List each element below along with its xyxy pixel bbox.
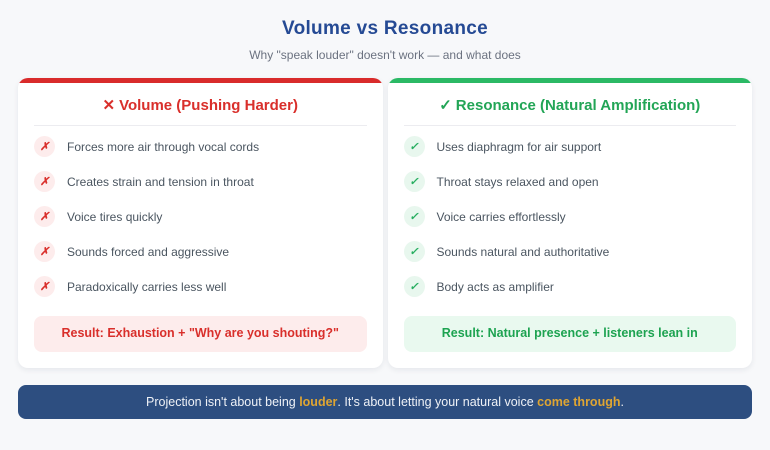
- banner-highlight-louder: louder: [299, 394, 338, 409]
- list-item-label: Forces more air through vocal cords: [67, 139, 260, 154]
- check-icon: ✓: [403, 276, 425, 297]
- divider: [403, 125, 736, 126]
- list-item-label: Throat stays relaxed and open: [436, 174, 599, 189]
- banner-text: .: [620, 394, 624, 409]
- check-icon: ✓: [403, 206, 425, 227]
- cross-icon: ✗: [34, 206, 55, 227]
- list-item-label: Uses diaphragm for air support: [436, 139, 602, 154]
- resonance-card-title-text: Resonance (Natural Amplification): [455, 97, 701, 114]
- check-icon: ✓: [403, 241, 425, 262]
- red-accent-bar: [18, 78, 383, 83]
- page-subtitle: Why "speak louder" doesn't work — and wh…: [249, 48, 521, 62]
- list-item-label: Sounds forced and aggressive: [67, 244, 230, 259]
- list-item: ✓ Throat stays relaxed and open: [403, 164, 737, 199]
- list-item-label: Voice carries effortlessly: [436, 209, 566, 224]
- comparison-infographic: Volume vs Resonance Why "speak louder" d…: [18, 18, 752, 419]
- list-item: ✗ Forces more air through vocal cords: [34, 129, 367, 164]
- check-icon: ✓: [439, 97, 452, 114]
- list-item: ✗ Voice tires quickly: [34, 199, 367, 234]
- check-icon: ✓: [403, 136, 425, 157]
- banner-text: Projection isn't about being: [146, 394, 300, 409]
- volume-card: ✕Volume (Pushing Harder) ✗ Forces more a…: [18, 78, 383, 368]
- cross-icon: ✗: [34, 241, 55, 262]
- list-item-label: Body acts as amplifier: [436, 279, 554, 294]
- volume-card-title: ✕Volume (Pushing Harder): [34, 83, 367, 114]
- cross-icon: ✕: [102, 97, 116, 114]
- cross-icon: ✗: [34, 171, 55, 192]
- list-item: ✓ Voice carries effortlessly: [403, 199, 737, 234]
- list-item: ✓ Uses diaphragm for air support: [403, 129, 737, 164]
- comparison-cards: ✕Volume (Pushing Harder) ✗ Forces more a…: [18, 78, 752, 368]
- cross-icon: ✗: [34, 276, 55, 297]
- list-item-label: Creates strain and tension in throat: [67, 174, 254, 189]
- banner-text: . It's about letting your natural voice: [337, 394, 538, 409]
- list-item: ✗ Creates strain and tension in throat: [34, 164, 367, 199]
- list-item-label: Voice tires quickly: [67, 209, 163, 224]
- resonance-card: ✓Resonance (Natural Amplification) ✓ Use…: [387, 78, 752, 368]
- list-item: ✗ Sounds forced and aggressive: [34, 234, 367, 269]
- banner-highlight-come-through: come through: [537, 394, 621, 409]
- divider: [34, 125, 367, 126]
- green-accent-bar: [387, 78, 752, 83]
- volume-result-badge: Result: Exhaustion + "Why are you shouti…: [34, 316, 367, 352]
- resonance-item-list: ✓ Uses diaphragm for air support ✓ Throa…: [403, 129, 737, 304]
- resonance-result-badge: Result: Natural presence + listeners lea…: [403, 316, 736, 352]
- page-title: Volume vs Resonance: [282, 18, 488, 39]
- list-item: ✓ Sounds natural and authoritative: [403, 234, 737, 269]
- list-item-label: Sounds natural and authoritative: [436, 244, 610, 259]
- summary-banner: Projection isn't about being louder. It'…: [18, 384, 752, 419]
- check-icon: ✓: [403, 171, 425, 192]
- volume-card-title-text: Volume (Pushing Harder): [119, 97, 298, 114]
- resonance-card-title: ✓Resonance (Natural Amplification): [404, 83, 737, 114]
- list-item-label: Paradoxically carries less well: [67, 279, 227, 294]
- list-item: ✓ Body acts as amplifier: [403, 269, 737, 304]
- volume-item-list: ✗ Forces more air through vocal cords ✗ …: [34, 129, 367, 304]
- cross-icon: ✗: [34, 136, 55, 157]
- list-item: ✗ Paradoxically carries less well: [34, 269, 367, 304]
